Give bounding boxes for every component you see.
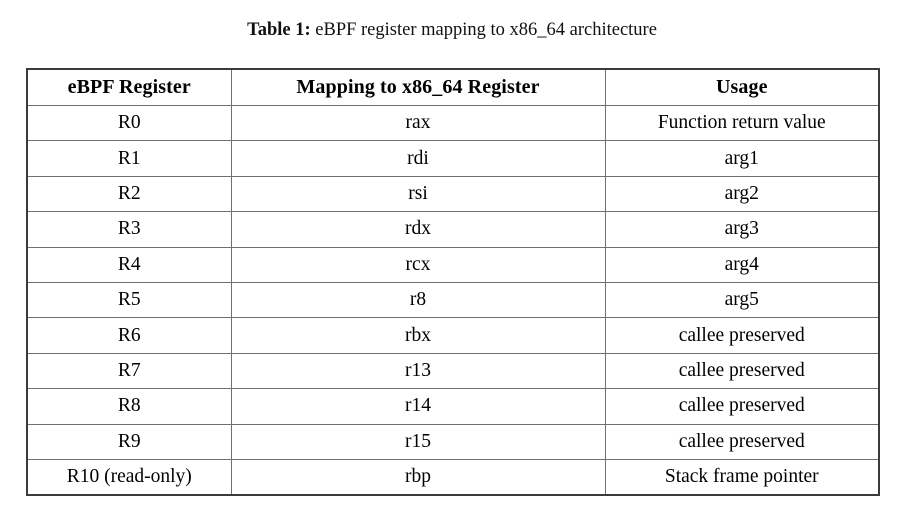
column-header-ebpf-register: eBPF Register (26, 68, 232, 106)
table-row: R5 r8 arg5 (26, 281, 880, 319)
column-header-usage: Usage (604, 68, 880, 106)
cell-x86-mapping: rbp (230, 458, 606, 496)
cell-ebpf-register: R2 (26, 175, 232, 213)
table-row: R1 rdi arg1 (26, 140, 880, 177)
table-row: R2 rsi arg2 (26, 175, 880, 213)
cell-usage: arg3 (604, 211, 880, 248)
cell-x86-mapping: rsi (230, 175, 606, 213)
cell-ebpf-register: R6 (26, 317, 232, 354)
cell-ebpf-register: R3 (26, 211, 232, 248)
cell-x86-mapping: r8 (230, 281, 606, 319)
table-container: eBPF Register Mapping to x86_64 Register… (26, 68, 880, 497)
table-row: R0 rax Function return value (26, 104, 880, 142)
table-caption-label: Table 1: (247, 20, 311, 40)
cell-usage: callee preserved (604, 317, 880, 354)
cell-x86-mapping: r15 (230, 423, 606, 460)
table-row: R9 r15 callee preserved (26, 423, 880, 460)
cell-ebpf-register: R7 (26, 352, 232, 390)
cell-x86-mapping: r14 (230, 388, 606, 425)
table-row: R6 rbx callee preserved (26, 317, 880, 354)
table-row: R3 rdx arg3 (26, 211, 880, 248)
cell-usage: arg4 (604, 246, 880, 283)
table-caption-text: eBPF register mapping to x86_64 architec… (310, 20, 657, 40)
cell-usage: callee preserved (604, 423, 880, 460)
cell-usage: arg1 (604, 140, 880, 177)
table-header-row: eBPF Register Mapping to x86_64 Register… (26, 68, 880, 106)
cell-x86-mapping: r13 (230, 352, 606, 390)
cell-usage: callee preserved (604, 388, 880, 425)
cell-ebpf-register: R1 (26, 140, 232, 177)
cell-ebpf-register: R0 (26, 104, 232, 142)
cell-x86-mapping: rdi (230, 140, 606, 177)
table-row: R7 r13 callee preserved (26, 352, 880, 390)
cell-x86-mapping: rax (230, 104, 606, 142)
cell-usage: arg2 (604, 175, 880, 213)
table-header: eBPF Register Mapping to x86_64 Register… (26, 68, 880, 106)
table-row: R8 r14 callee preserved (26, 388, 880, 425)
table-body: R0 rax Function return value R1 rdi arg1… (26, 104, 880, 496)
cell-usage: callee preserved (604, 352, 880, 390)
cell-ebpf-register: R5 (26, 281, 232, 319)
cell-usage: Function return value (604, 104, 880, 142)
column-header-mapping-x86-64-register: Mapping to x86_64 Register (230, 68, 606, 106)
table-row: R10 (read-only) rbp Stack frame pointer (26, 458, 880, 496)
cell-x86-mapping: rbx (230, 317, 606, 354)
cell-ebpf-register: R10 (read-only) (26, 458, 232, 496)
table-caption: Table 1: eBPF register mapping to x86_64… (0, 18, 904, 42)
cell-ebpf-register: R9 (26, 423, 232, 460)
cell-x86-mapping: rcx (230, 246, 606, 283)
cell-usage: arg5 (604, 281, 880, 319)
cell-ebpf-register: R4 (26, 246, 232, 283)
table-row: R4 rcx arg4 (26, 246, 880, 283)
cell-x86-mapping: rdx (230, 211, 606, 248)
cell-usage: Stack frame pointer (604, 458, 880, 496)
cell-ebpf-register: R8 (26, 388, 232, 425)
ebpf-register-mapping-table: eBPF Register Mapping to x86_64 Register… (26, 68, 880, 497)
